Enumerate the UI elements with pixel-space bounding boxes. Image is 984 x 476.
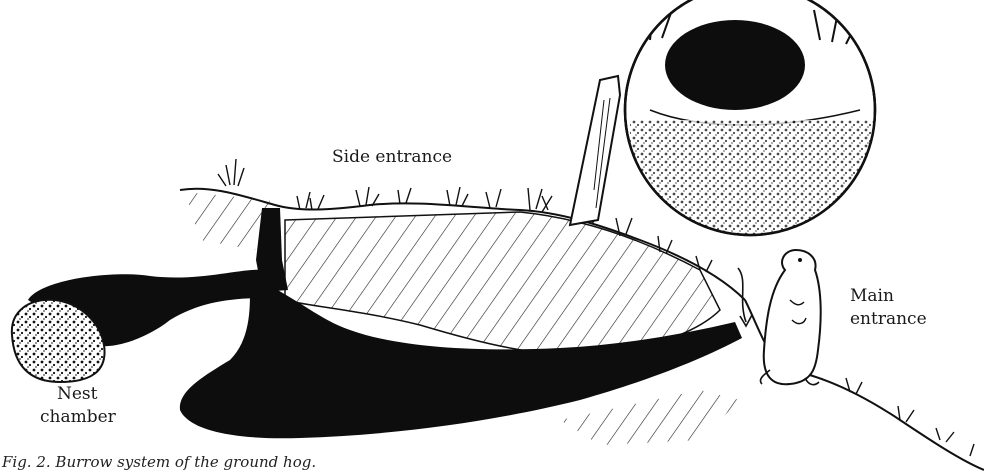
- soil-hatching-lower: [560, 390, 740, 445]
- ground-hog-icon: [760, 250, 820, 385]
- arrow-down-icon: [738, 268, 752, 326]
- figure-caption: Fig. 2. Burrow system of the ground hog.: [2, 453, 316, 471]
- label-main-entrance-line1: Main: [850, 285, 894, 307]
- wooden-stake: [570, 76, 620, 225]
- label-side-entrance: Side entrance: [332, 146, 452, 168]
- label-nest-chamber-line1: Nest: [57, 383, 98, 405]
- entrance-detail-inset: [625, 0, 880, 240]
- soil-hatching-left: [185, 192, 270, 250]
- label-nest-chamber-line2: chamber: [40, 406, 116, 428]
- label-main-entrance-line2: entrance: [850, 308, 927, 330]
